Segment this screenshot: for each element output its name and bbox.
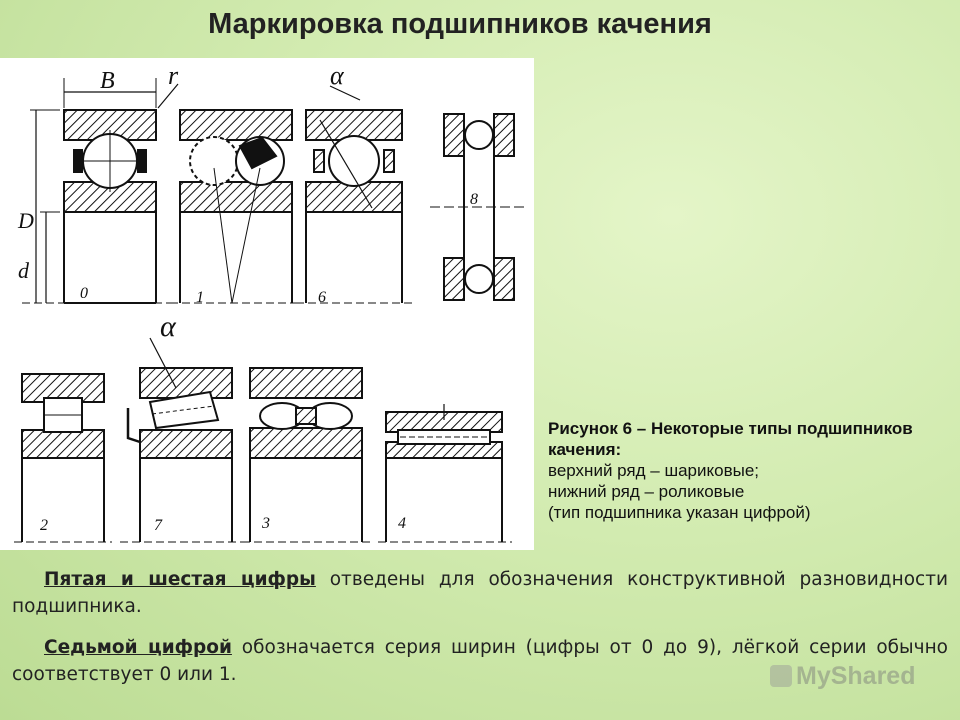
bearing-type-1: [170, 109, 300, 304]
bearing-type-3: [242, 367, 372, 543]
label-type-1: 1: [196, 289, 204, 306]
figure-caption: Рисунок 6 – Некоторые типы подшипников к…: [548, 418, 948, 523]
label-type-3: 3: [261, 515, 270, 532]
label-type-7: 7: [154, 517, 163, 534]
label-type-2: 2: [40, 517, 48, 534]
label-D: D: [17, 208, 34, 233]
label-type-6: 6: [318, 289, 326, 306]
paragraph-lead: Пятая и шестая цифры: [44, 569, 316, 590]
label-type-4: 4: [398, 515, 406, 532]
label-type-8: 8: [470, 191, 478, 208]
caption-line-2: нижний ряд – роликовые: [548, 482, 745, 501]
bearing-type-4: [378, 404, 512, 543]
caption-title: Рисунок 6 – Некоторые типы подшипников к…: [548, 419, 913, 459]
label-d: d: [18, 258, 30, 283]
caption-line-1: верхний ряд – шариковые;: [548, 461, 760, 480]
label-B: B: [100, 68, 115, 94]
label-alpha-top: α: [330, 61, 345, 90]
paragraph-lead: Седьмой цифрой: [44, 637, 232, 658]
page-title: Маркировка подшипников качения: [208, 8, 712, 40]
bearing-drawing: B r α α D d 0 1 6 8 2 7 3 4: [14, 61, 528, 543]
bearing-type-7: [120, 337, 242, 543]
watermark: MyShared: [770, 662, 915, 691]
bearing-type-8: [430, 113, 528, 301]
paragraph-digits-5-6: Пятая и шестая цифры отведены для обозна…: [12, 566, 948, 620]
bearing-type-2: [14, 373, 112, 543]
label-type-0: 0: [80, 285, 88, 302]
watermark-text: MyShared: [796, 662, 916, 690]
watermark-logo-icon: [770, 665, 792, 687]
label-alpha-bottom: α: [160, 310, 177, 343]
label-r: r: [168, 61, 179, 90]
paragraph-text: отведены для обозначения конструктивной …: [12, 569, 948, 617]
paragraph-digit-7: Седьмой цифрой обозначается серия ширин …: [12, 634, 948, 688]
bearing-types-figure: B r α α D d 0 1 6 8 2 7 3 4: [0, 58, 534, 550]
caption-line-3: (тип подшипника указан цифрой): [548, 503, 811, 522]
bearing-type-6: [296, 85, 412, 304]
bearing-type-0: [22, 78, 179, 304]
paragraph-text: обозначается серия ширин (цифры от 0 до …: [12, 637, 949, 685]
